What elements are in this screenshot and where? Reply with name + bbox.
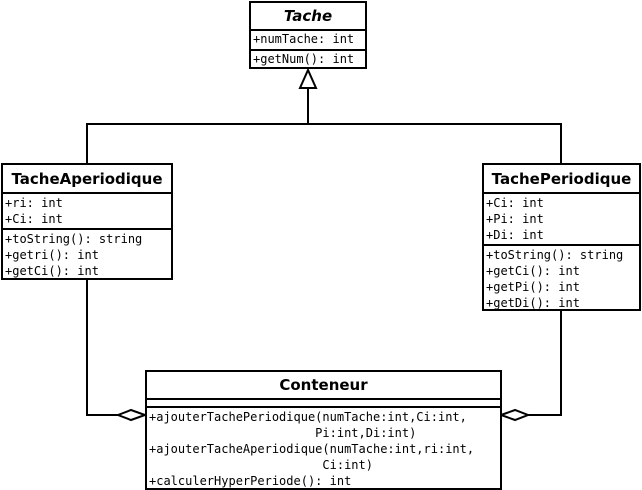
method-continuation: Pi:int,Di:int) [149,426,417,440]
method: +getCi(): int [486,264,580,278]
attribute: +ri: int [5,196,63,210]
attribute: +Ci: int [486,196,544,210]
attributes-compartment: +numTache: int [251,31,365,51]
class-name: TacheAperiodique [3,165,171,194]
method-continuation: Ci:int) [149,458,373,472]
attributes-compartment [147,400,500,408]
aggregation-line-aperiodique [86,280,118,416]
method: +ajouterTachePeriodique(numTache:int,Ci:… [149,410,467,424]
method: +toString(): string [5,232,143,246]
method: +getNum(): int [253,52,355,66]
method: +calculerHyperPeriode(): int [149,474,352,488]
method: +getri(): int [5,248,99,262]
method: +getPi(): int [486,280,580,294]
methods-compartment: +getNum(): int [251,51,365,67]
aggregation-line-periodique [528,311,562,416]
method: +ajouterTacheAperiodique(numTache:int,ri… [149,442,475,456]
attributes-compartment: +ri: int +Ci: int [3,194,171,230]
aggregation-diamond-periodique [498,408,531,422]
class-name: Conteneur [147,372,500,400]
method: +getDi(): int [486,296,580,310]
generalization-line-aperiodique [86,88,309,164]
generalization-arrowhead [298,67,318,89]
method: +toString(): string [486,248,624,262]
class-tache-periodique[interactable]: TachePeriodique +Ci: int +Pi: int +Di: i… [482,163,641,311]
class-tache[interactable]: Tache +numTache: int +getNum(): int [249,1,367,69]
class-tache-aperiodique[interactable]: TacheAperiodique +ri: int +Ci: int +toSt… [1,163,173,280]
generalization-line-periodique [308,123,562,164]
aggregation-diamond-aperiodique [115,408,148,422]
methods-compartment: +ajouterTachePeriodique(numTache:int,Ci:… [147,408,500,489]
attribute: +Di: int [486,228,544,242]
class-name: TachePeriodique [484,165,639,194]
attribute: +Ci: int [5,212,63,226]
methods-compartment: +toString(): string +getri(): int +getCi… [3,230,171,279]
class-conteneur[interactable]: Conteneur +ajouterTachePeriodique(numTac… [145,370,502,490]
class-name: Tache [251,3,365,31]
methods-compartment: +toString(): string +getCi(): int +getPi… [484,246,639,311]
attribute: +Pi: int [486,212,544,226]
method: +getCi(): int [5,264,99,278]
attributes-compartment: +Ci: int +Pi: int +Di: int [484,194,639,246]
attribute: +numTache: int [253,32,355,46]
